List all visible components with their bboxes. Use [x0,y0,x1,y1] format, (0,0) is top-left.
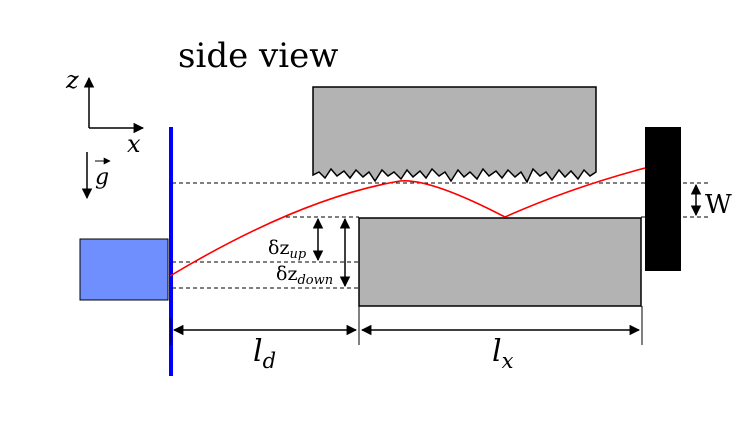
neutron-trajectory [169,167,646,277]
ld-label: ld [253,334,276,373]
lower-mirror [358,217,642,307]
diagram-title: side view [178,36,338,76]
z-axis-label: z [65,66,79,94]
gravity-label: g [95,165,109,190]
reference-lines [172,182,708,289]
upper-rough-mirror [312,86,597,184]
w-label: W [705,190,732,220]
x-axis-label: x [127,130,141,158]
dz-down-label: δzdown [276,263,333,288]
detector [645,127,681,271]
dz-up-label: δzup [268,237,307,262]
lx-label: lx [492,334,514,373]
coordinate-axes: z x g [65,66,145,200]
neutron-source [79,238,169,301]
